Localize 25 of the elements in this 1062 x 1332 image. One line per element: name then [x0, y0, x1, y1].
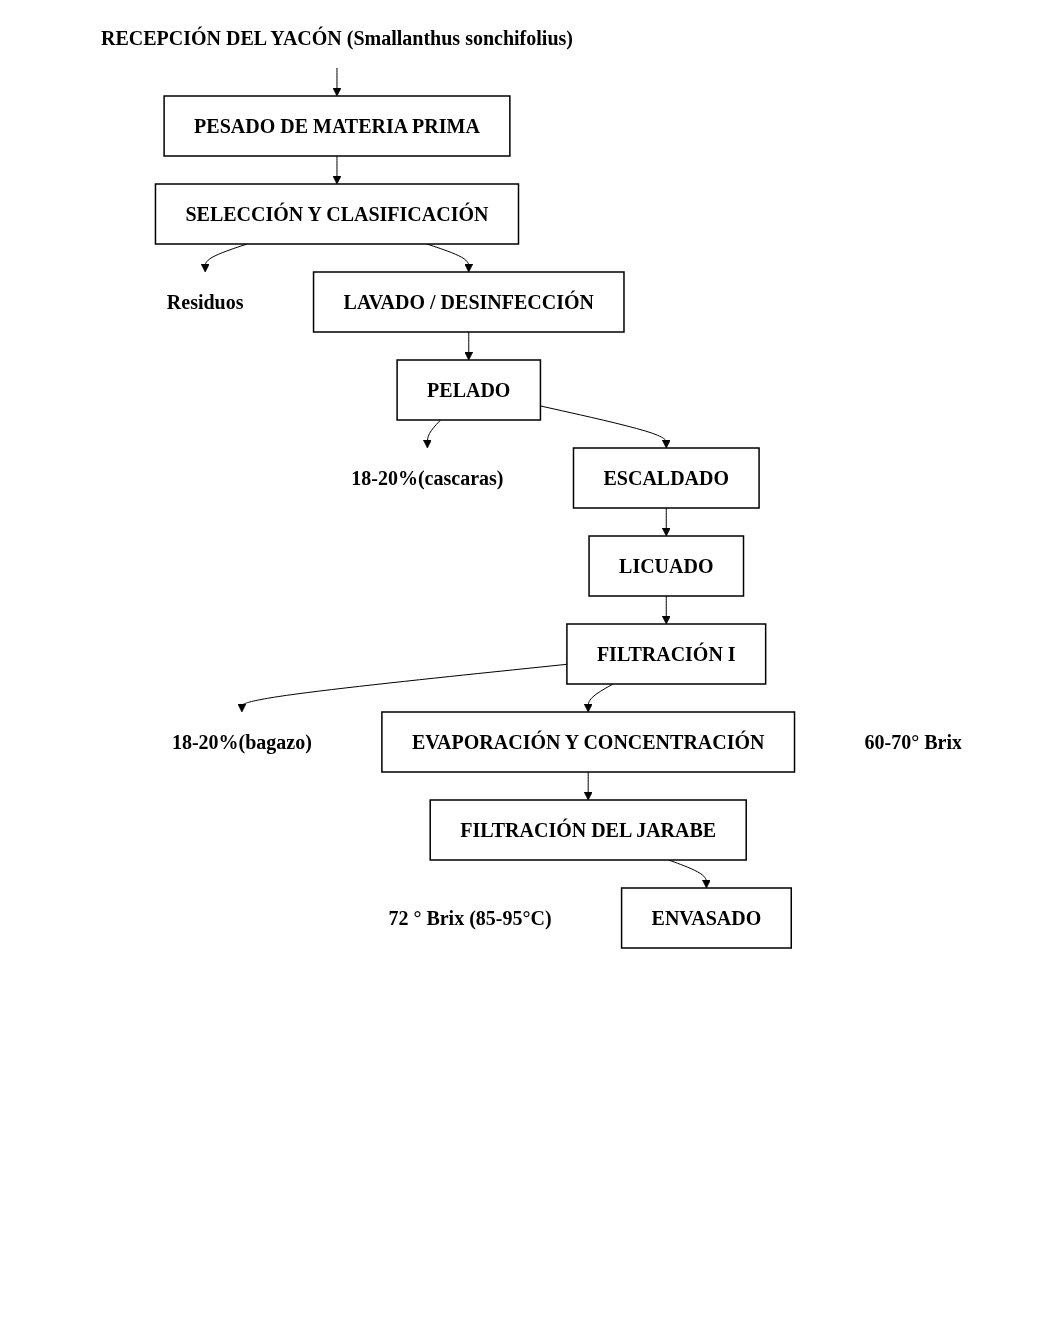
node-box: EVAPORACIÓN Y CONCENTRACIÓN	[380, 711, 795, 773]
arrow	[539, 405, 671, 449]
node-box: ESCALDADO	[572, 447, 760, 509]
arrow	[332, 67, 341, 97]
arrow	[583, 771, 593, 801]
arrow	[237, 663, 567, 713]
arrow	[661, 507, 671, 537]
node-text: 18-20%(cascaras)	[350, 467, 503, 489]
node-box: ENVASADO	[620, 887, 792, 949]
arrow	[422, 419, 441, 449]
arrow	[332, 155, 341, 185]
node-box: FILTRACIÓN DEL JARABE	[428, 799, 747, 861]
arrow	[463, 331, 473, 361]
node-text: Residuos	[166, 291, 244, 313]
node-box: LICUADO	[587, 535, 744, 597]
node-text: RECEPCIÓN DEL YACÓN (Smallanthus sonchifolius)	[100, 27, 573, 49]
node-box: PELADO	[395, 359, 541, 421]
node-box: FILTRACIÓN I	[565, 623, 766, 685]
node-text: 18-20%(bagazo)	[171, 731, 312, 753]
node-box: SELECCIÓN Y CLASIFICACIÓN	[154, 183, 519, 245]
node-box: LAVADO / DESINFECCIÓN	[312, 271, 625, 333]
node-box: PESADO DE MATERIA PRIMA	[162, 95, 511, 157]
arrow	[661, 595, 671, 625]
node-label: 72 ° Brix (85-95°C)	[387, 907, 552, 929]
node-label: 60-70° Brix	[864, 731, 962, 753]
